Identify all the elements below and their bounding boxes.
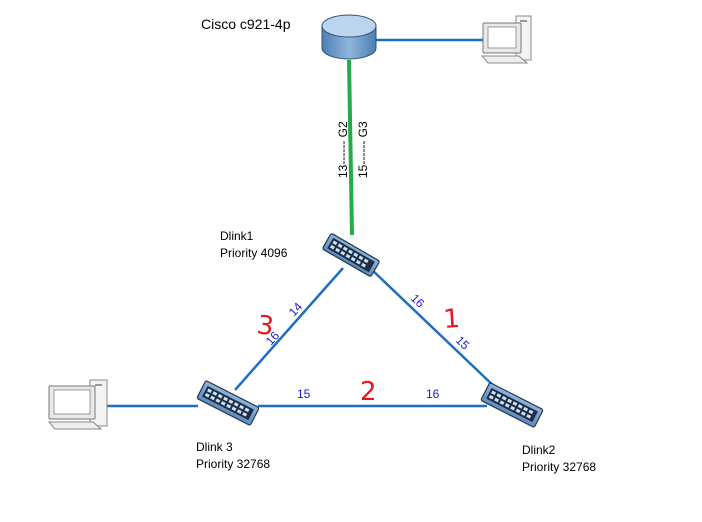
dlink1-switch-icon[interactable] [322, 233, 380, 277]
dlink1-name: Dlink1 [220, 229, 254, 243]
uplink-label-right: 15------ G3 [356, 121, 370, 178]
router-icon[interactable] [321, 14, 377, 60]
router-label: Cisco c921-4p [201, 16, 291, 32]
annotation-bottom-link: 2 [360, 377, 377, 407]
pc-icon-top[interactable] [480, 15, 532, 64]
port-label-dlink3-right: 15 [297, 387, 311, 401]
dlink2-switch-icon[interactable] [480, 382, 544, 428]
annotation-left-link: 3 [255, 310, 276, 342]
port-label-dlink2-left: 16 [426, 387, 440, 401]
dlink1-dlink2-link [369, 267, 499, 391]
port-label-dlink1-left: 14 [286, 299, 306, 319]
router-dlink1-link [347, 59, 354, 236]
dlink3-priority: Priority 32768 [196, 457, 270, 471]
dlink3-switch-icon[interactable] [196, 380, 260, 426]
dlink2-name: Dlink2 [522, 443, 556, 457]
annotation-right-link: 1 [442, 304, 461, 335]
dlink3-name: Dlink 3 [196, 440, 233, 454]
dlink2-priority: Priority 32768 [522, 460, 596, 474]
pc-icon-left[interactable] [47, 379, 108, 430]
dlink1-priority: Priority 4096 [220, 246, 288, 260]
dlink1-dlink3-link [234, 267, 344, 391]
uplink-label-left: 13------ G2 [336, 121, 350, 178]
